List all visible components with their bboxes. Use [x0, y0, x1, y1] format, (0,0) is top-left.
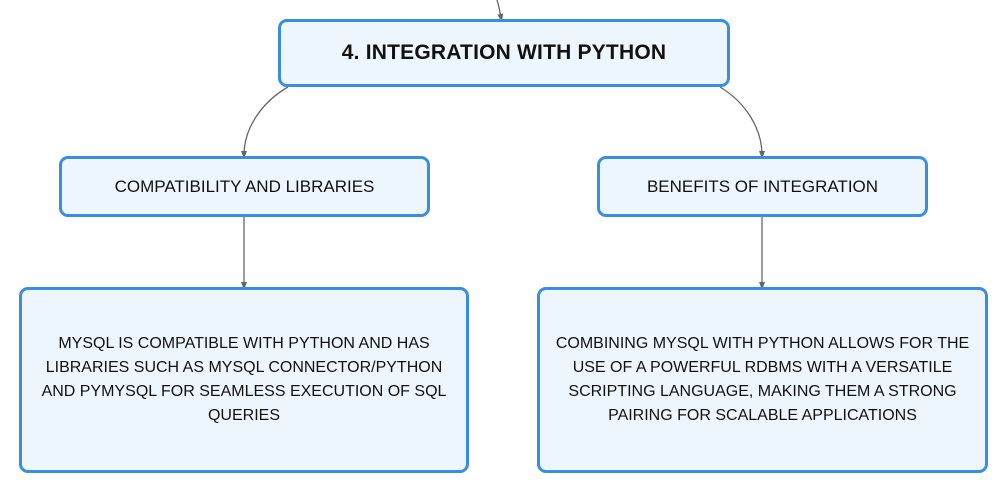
detail-node-text: MYSQL IS COMPATIBLE WITH PYTHON AND HAS … [41, 335, 447, 424]
branch-node-benefits: BENEFITS OF INTEGRATION [597, 156, 928, 217]
connector-from-parent [496, 0, 504, 22]
detail-node-compatibility: MYSQL IS COMPATIBLE WITH PYTHON AND HAS … [19, 287, 469, 473]
branch-node-label: COMPATIBILITY AND LIBRARIES [114, 176, 375, 196]
branch-node-label: BENEFITS OF INTEGRATION [646, 176, 879, 196]
branch-node-compatibility: COMPATIBILITY AND LIBRARIES [59, 156, 430, 217]
detail-node-text: COMBINING MYSQL WITH PYTHON ALLOWS FOR T… [555, 335, 970, 424]
connector-root-to-right-branch [719, 86, 765, 159]
detail-node-benefits: COMBINING MYSQL WITH PYTHON ALLOWS FOR T… [537, 287, 988, 473]
connector-root-to-left-branch [241, 86, 289, 159]
root-node-label: 4. INTEGRATION WITH PYTHON [341, 41, 667, 64]
root-node: 4. INTEGRATION WITH PYTHON [278, 19, 730, 87]
